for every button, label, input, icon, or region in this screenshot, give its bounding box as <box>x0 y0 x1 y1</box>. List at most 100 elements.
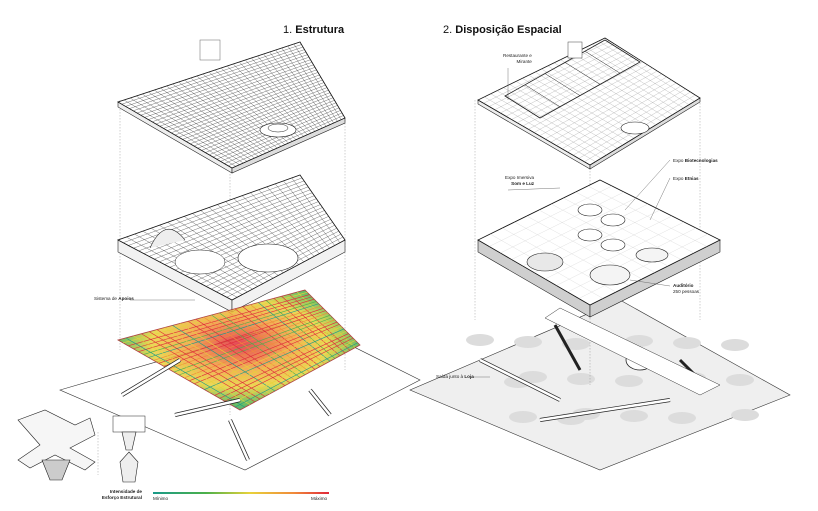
floor-structure <box>117 174 346 313</box>
label-ethnic-expo: Expo Etnias <box>673 176 699 182</box>
exhibition-pod <box>600 213 626 227</box>
section-title-structure: 1. Estrutura <box>283 24 344 36</box>
truss-line <box>504 95 541 119</box>
grid-line <box>550 76 667 143</box>
grid-line <box>573 88 686 156</box>
grid-line <box>522 78 629 142</box>
truss-line <box>544 73 581 96</box>
grid-line <box>578 233 709 299</box>
label-exit: Saída junto à Loja <box>436 374 474 380</box>
stair-tower <box>567 41 583 59</box>
grid-line <box>516 81 624 146</box>
grid-line <box>503 87 613 152</box>
slab-top <box>117 174 346 301</box>
stress-grid-line <box>133 335 251 405</box>
grid-line <box>535 71 640 135</box>
truss-line <box>564 62 601 85</box>
exhibition-pod <box>600 238 626 252</box>
tree-cluster <box>668 412 696 424</box>
grid-line <box>175 219 269 282</box>
leader-line <box>649 177 671 221</box>
immersive-dome <box>526 252 564 272</box>
label-text: Expo <box>673 158 684 163</box>
cross-beam-joint <box>17 409 96 471</box>
grid-line <box>556 79 672 146</box>
auditorium-seating <box>589 264 631 286</box>
grid-line <box>561 82 677 149</box>
truss-line <box>524 84 561 108</box>
structure-diagram <box>17 39 421 483</box>
plaza-wall-face <box>539 398 671 422</box>
grid-line <box>224 112 343 164</box>
grid-line <box>509 84 618 149</box>
legend-max: Máximo <box>311 496 328 501</box>
roof-grid-slab <box>117 41 346 174</box>
ethnic-expo-room <box>635 247 669 263</box>
truss-line <box>584 50 621 74</box>
roof-opening-inner <box>267 123 289 133</box>
label-bold-text: Som e Luz <box>511 180 535 186</box>
ramp <box>553 324 582 371</box>
section-title-text: Estrutura <box>295 24 345 36</box>
grid-line <box>142 93 248 162</box>
joint-base <box>41 459 71 481</box>
leader-line <box>507 187 561 191</box>
label-text: Saída junto à <box>436 374 464 379</box>
grid-line <box>556 221 685 286</box>
legend-min: Mínimo <box>153 496 169 501</box>
support-leg-face <box>228 419 250 461</box>
roof-opening <box>259 122 297 138</box>
leader-line <box>629 279 671 287</box>
tree-cluster <box>466 334 494 346</box>
tree-cluster <box>509 411 537 423</box>
label-biotech-expo: Expo Biotecnologias <box>673 158 718 164</box>
exhibition-floor <box>477 179 721 318</box>
tree-cluster <box>514 336 542 348</box>
label-supports: Sistema de Apoios <box>94 296 134 302</box>
stress-grid-line <box>149 331 261 400</box>
plate-detail <box>112 415 146 433</box>
legend-gradient-bar <box>153 492 329 494</box>
tree-cluster <box>620 410 648 422</box>
label-bold-text: Loja <box>464 374 474 379</box>
tree-cluster <box>731 409 759 421</box>
grid-line <box>545 73 663 140</box>
grid-line <box>541 68 646 132</box>
ground-building <box>544 307 721 396</box>
tree-cluster <box>562 338 590 350</box>
bracket-detail <box>119 431 139 483</box>
grid-line <box>567 227 697 293</box>
exit-wall-face <box>479 358 561 402</box>
label-text: Expo Imersiva <box>505 175 535 180</box>
grid-line <box>496 90 607 156</box>
section-title-spatial: 2. Disposição Espacial <box>443 24 562 36</box>
support-detail <box>17 409 146 483</box>
tree-cluster <box>504 376 532 388</box>
stress-grid-line <box>224 337 354 402</box>
floor-opening <box>174 249 226 275</box>
grid-line <box>123 99 236 167</box>
leader-line <box>624 159 671 211</box>
label-text: Expo <box>673 176 684 181</box>
tree-cluster <box>615 375 643 387</box>
stress-grid-line <box>125 337 246 408</box>
slab-top <box>477 179 721 306</box>
stair-void <box>620 121 650 135</box>
grid-line <box>567 85 682 153</box>
label-text: Mirante <box>516 58 532 64</box>
section-number: 2. <box>443 24 453 36</box>
ground-plane <box>59 319 421 471</box>
support-leg-face <box>308 389 332 416</box>
grid-line <box>484 96 596 162</box>
grid-line <box>130 97 240 165</box>
truss-line <box>604 39 641 63</box>
floor-opening <box>237 243 299 273</box>
label-bold-text: Biotecnologias <box>684 158 718 163</box>
stress-grid-line <box>141 333 256 403</box>
grid-line <box>228 115 344 166</box>
dome-structure <box>149 229 186 249</box>
exhibition-pod <box>577 203 603 217</box>
section-number: 1. <box>283 24 293 36</box>
